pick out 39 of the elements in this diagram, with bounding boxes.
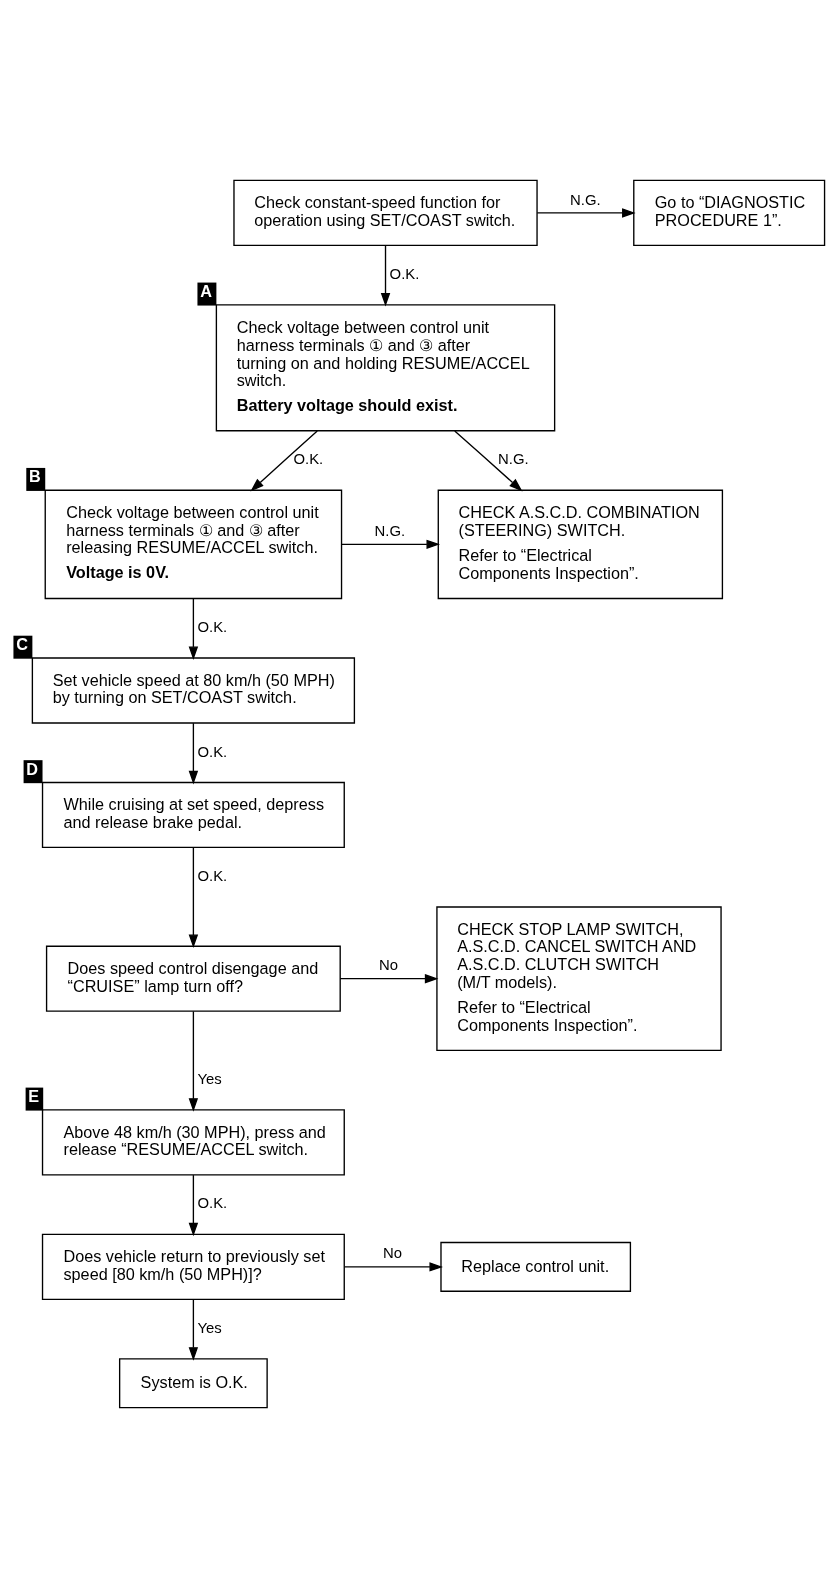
edge-label: N.G. [498,450,529,467]
node-label: D [26,759,39,778]
edge-label: O.K. [197,743,228,760]
arrow [188,1010,199,1112]
edge-label: O.K. [197,867,228,884]
node-box: System is O.K. [118,1357,268,1408]
arrow [380,244,391,307]
edge-label: N.G. [374,522,406,539]
arrow [250,429,318,491]
node-label: A [200,281,212,300]
node-box: Check constant-speed function for operation using SET/COAST switch. [233,179,538,246]
arrow [454,429,523,491]
node-box: Does speed control disengage and “CRUISE” lamp turn off? [45,945,341,1012]
edge-label: Yes [197,1070,222,1087]
arrow [339,973,439,983]
edge-label: No [379,956,399,973]
arrow [188,597,199,660]
node-box: Replace control unit. [440,1241,632,1292]
node-box: Does vehicle return to previously set speed [80 km/h (50 MPH)]? [41,1233,345,1300]
edge-label: Yes [197,1319,222,1336]
arrow [188,722,199,784]
edge-label: O.K. [197,1194,228,1211]
node-box: CHECK A.S.C.D. COMBINATION (STEERING) SWITCH. Refer to “Electrical Components Inspection”. [437,489,724,599]
edge-label: O.K. [389,265,420,282]
arrow [188,846,199,948]
arrow [536,207,636,218]
edge-label: N.G. [570,191,601,207]
node-label: B [29,466,41,485]
arrow [343,1261,443,1272]
arrow [188,1298,199,1361]
node-box: CHECK STOP LAMP SWITCH, A.S.C.D. CANCEL SWITCH AND A.S.C.D. CLUTCH SWITCH (M/T models). Refer to “Electrical Components Inspection”. [436,905,722,1051]
edge-label: O.K. [197,618,228,635]
edge-label: No [383,1244,403,1261]
node-label: C [16,634,28,653]
node-box: Go to “DIAGNOSTIC PROCEDURE 1”. [633,179,826,246]
edge-label: O.K. [293,450,324,467]
node-label: E [28,1086,40,1105]
arrow [341,539,440,549]
arrow [188,1173,199,1236]
